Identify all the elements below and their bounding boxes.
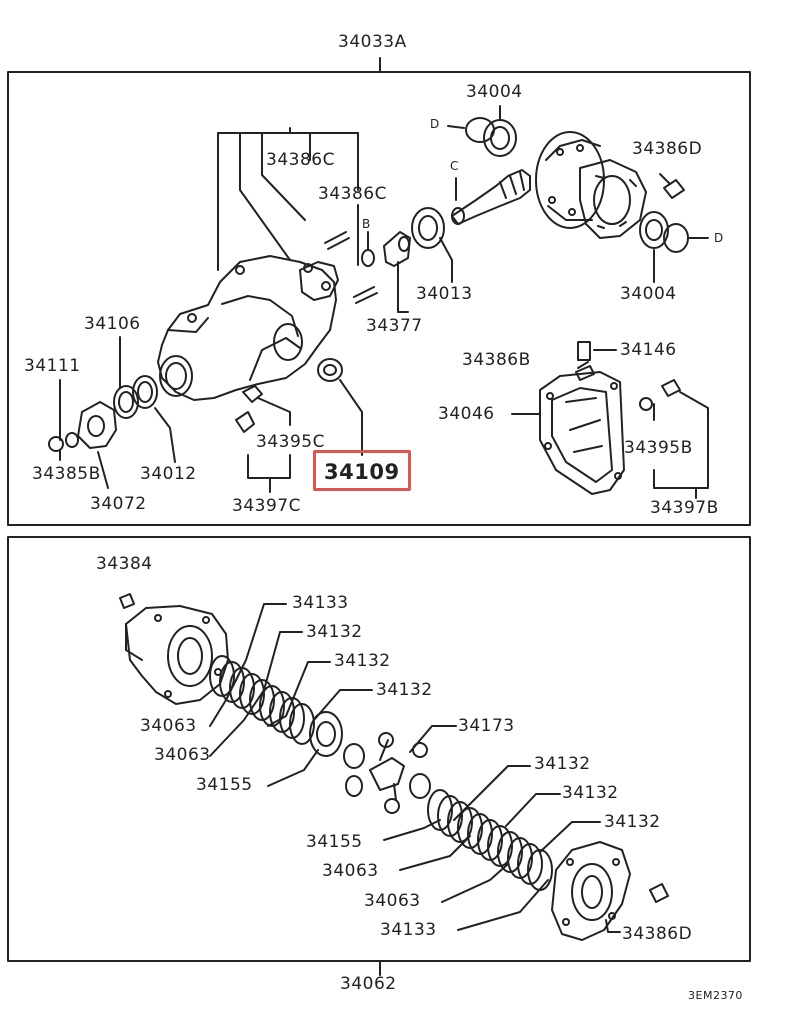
flange-34072 [77, 401, 117, 449]
label-34132-b: 34132 [334, 651, 391, 671]
label-34377: 34377 [366, 316, 423, 336]
label-34397B: 34397B [650, 498, 719, 518]
label-34385B: 34385B [32, 464, 101, 484]
label-34386C-b: 34386C [318, 184, 387, 204]
highlight-box-34109[interactable]: 34109 [313, 450, 411, 491]
label-34062: 34062 [340, 974, 397, 994]
pinion-gear [451, 169, 531, 225]
label-34146: 34146 [620, 340, 677, 360]
label-34133-b: 34133 [380, 920, 437, 940]
label-34109: 34109 [324, 460, 400, 484]
label-34063-a: 34063 [140, 716, 197, 736]
label-34033A: 34033A [338, 32, 407, 52]
label-34012: 34012 [140, 464, 197, 484]
label-34004-top: 34004 [466, 82, 523, 102]
label-34046: 34046 [438, 404, 495, 424]
label-34395C: 34395C [256, 432, 325, 452]
label-34013: 34013 [416, 284, 473, 304]
label-34106: 34106 [84, 314, 141, 334]
label-34386D: 34386D [632, 139, 703, 159]
label-34063-c: 34063 [322, 861, 379, 881]
rear-cover [539, 371, 625, 495]
carrier-housing [157, 255, 337, 401]
label-34386B: 34386B [462, 350, 531, 370]
label-34384: 34384 [96, 554, 153, 574]
clutch-discs-right [427, 789, 553, 891]
label-34132-d: 34132 [534, 754, 591, 774]
bearing-34004-bottom [639, 211, 669, 249]
clutch-discs-left [209, 655, 315, 745]
label-34155-a: 34155 [196, 775, 253, 795]
label-34063-b: 34063 [154, 745, 211, 765]
label-drawing-code: 3EM2370 [688, 989, 743, 1002]
label-34133-a: 34133 [292, 593, 349, 613]
label-34132-c: 34132 [376, 680, 433, 700]
bearing-34106 [132, 375, 158, 409]
label-34132-e: 34132 [562, 783, 619, 803]
label-34111: 34111 [24, 356, 81, 376]
oil-seal-34109 [317, 358, 343, 382]
label-34132-f: 34132 [604, 812, 661, 832]
label-34004-bottom: 34004 [620, 284, 677, 304]
label-34072: 34072 [90, 494, 147, 514]
label-34063-d: 34063 [364, 891, 421, 911]
label-34173: 34173 [458, 716, 515, 736]
label-b-mark: B [362, 217, 371, 231]
label-d-left: D [430, 117, 440, 131]
label-34155-b: 34155 [306, 832, 363, 852]
label-34386D-b: 34386D [622, 924, 693, 944]
label-34386C-a: 34386C [266, 150, 335, 170]
label-34395B: 34395B [624, 438, 693, 458]
ring-gear [535, 131, 605, 229]
label-34132-a: 34132 [306, 622, 363, 642]
label-d-right: D [714, 231, 724, 245]
spacer-34013 [383, 231, 411, 267]
label-c-mark: C [450, 159, 459, 173]
label-34397C: 34397C [232, 496, 301, 516]
spider-34173 [369, 757, 405, 791]
diff-case-right [551, 841, 631, 941]
bearing-34004-top [483, 119, 517, 157]
